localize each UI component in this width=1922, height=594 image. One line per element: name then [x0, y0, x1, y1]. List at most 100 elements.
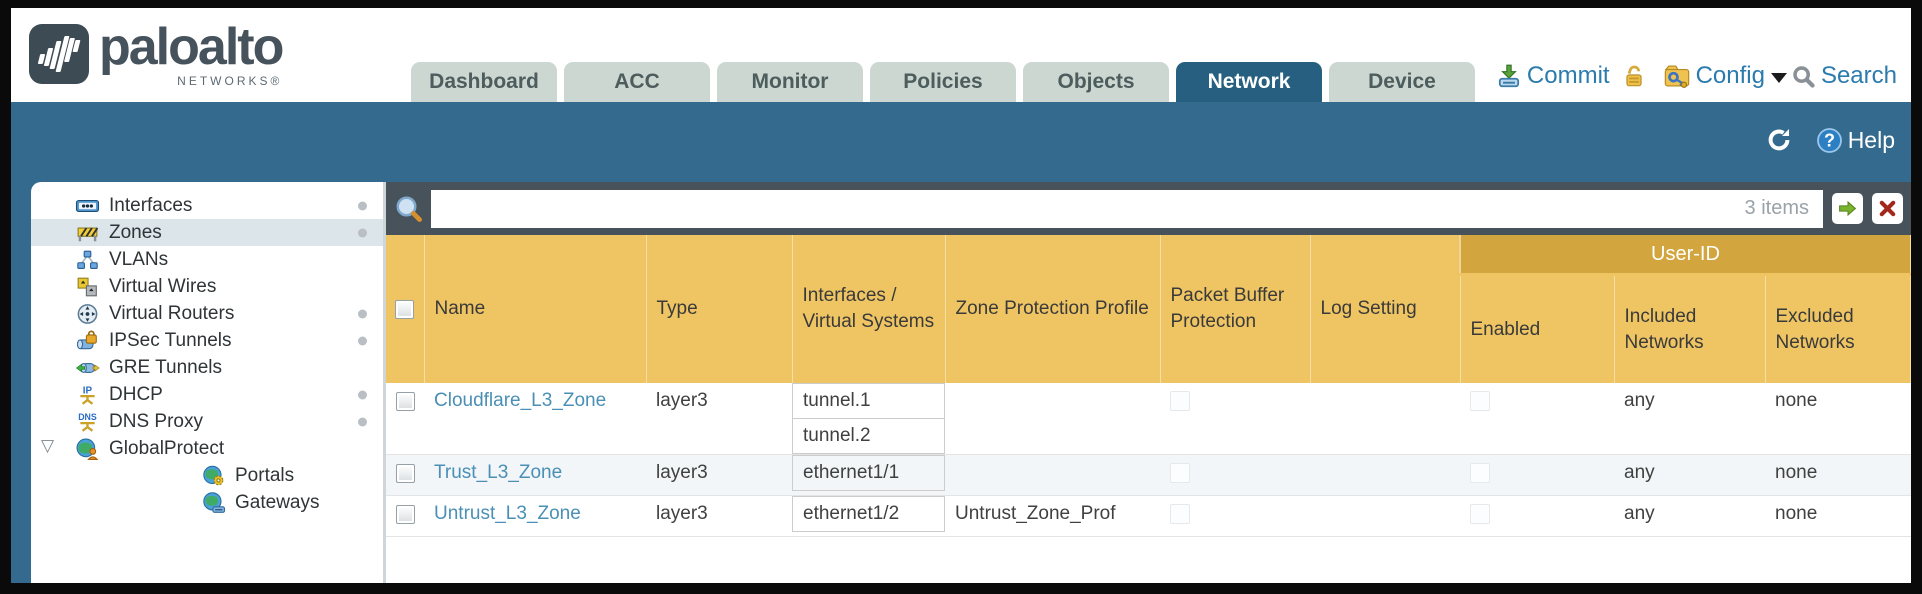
tab-policies[interactable]: Policies — [870, 62, 1016, 102]
svg-text:?: ? — [1824, 130, 1835, 150]
column-header-name[interactable]: Name — [424, 235, 647, 383]
cell-included-networks: any — [1614, 383, 1765, 455]
filter-input[interactable]: 3 items — [431, 189, 1823, 228]
tab-dashboard[interactable]: Dashboard — [411, 62, 557, 102]
sidebar-item-zones[interactable]: Zones — [31, 219, 383, 246]
filter-bar: 3 items — [386, 182, 1911, 235]
select-all-checkbox[interactable] — [395, 300, 415, 319]
cell-user-id-enabled — [1460, 383, 1614, 455]
row-checkbox[interactable] — [395, 464, 415, 483]
tab-device[interactable]: Device — [1329, 62, 1475, 102]
brand-subtitle: NETWORKS® — [177, 74, 283, 88]
cell-name: Cloudflare_L3_Zone — [424, 383, 646, 455]
close-icon — [1879, 200, 1896, 217]
search-button[interactable]: Search — [1791, 62, 1897, 90]
column-header-type[interactable]: Type — [646, 235, 793, 383]
expander-triangle-icon[interactable]: ▽ — [41, 436, 55, 455]
commit-button[interactable]: Commit — [1496, 62, 1610, 90]
interface-box: tunnel.2 — [792, 418, 945, 454]
cell-log-setting — [1310, 495, 1460, 537]
commit-label: Commit — [1526, 62, 1610, 89]
apply-filter-button[interactable] — [1832, 193, 1863, 224]
tab-monitor[interactable]: Monitor — [717, 62, 863, 102]
sidebar-item-vlans[interactable]: VLANs — [31, 246, 383, 273]
sidebar-item-label: Gateways — [235, 491, 320, 513]
help-button[interactable]: ? Help — [1816, 127, 1895, 154]
column-header-enabled[interactable]: Enabled — [1460, 274, 1615, 383]
sidebar-item-label: DNS Proxy — [109, 410, 203, 432]
row-select-cell — [386, 495, 424, 537]
column-header-included-networks[interactable]: Included Networks — [1614, 274, 1766, 383]
column-header-excluded-networks[interactable]: Excluded Networks — [1765, 274, 1911, 383]
column-group-user-id: User-ID — [1459, 235, 1911, 276]
config-menu-button[interactable]: Config — [1663, 62, 1791, 90]
cell-type: layer3 — [646, 495, 792, 537]
cell-zone-protection-profile: Untrust_Zone_Prof — [945, 495, 1160, 537]
cell-zone-protection-profile — [945, 454, 1160, 496]
column-header-packet-buffer-protection[interactable]: Packet Buffer Protection — [1160, 235, 1311, 383]
sidebar-item-gre-tunnels[interactable]: GRE Tunnels — [31, 354, 383, 381]
sidebar-item-label: Interfaces — [109, 194, 193, 216]
vlans-icon — [75, 249, 100, 271]
items-count: 3 items — [1744, 197, 1809, 219]
svg-text:IP: IP — [83, 385, 93, 396]
tab-network[interactable]: Network — [1176, 62, 1322, 102]
cell-type: layer3 — [646, 454, 792, 496]
refresh-button[interactable] — [1765, 126, 1798, 154]
green-arrow-icon — [1839, 200, 1857, 217]
chevron-down-icon — [1770, 73, 1787, 83]
cell-packet-buffer-protection — [1160, 495, 1310, 537]
zones-icon — [75, 222, 100, 244]
sidebar-item-virtual-wires[interactable]: Virtual Wires — [31, 273, 383, 300]
user-id-enabled-checkbox — [1470, 504, 1490, 524]
row-select-cell — [386, 454, 424, 496]
sidebar-item-gateways[interactable]: Gateways — [31, 489, 383, 516]
row-checkbox[interactable] — [395, 392, 415, 411]
status-dot — [358, 201, 367, 210]
zone-name-link[interactable]: Trust_L3_Zone — [434, 462, 563, 483]
sidebar-item-globalprotect[interactable]: ▽GlobalProtect — [31, 435, 383, 462]
globalprotect-icon — [75, 438, 100, 460]
interface-box: ethernet1/1 — [792, 455, 945, 491]
commit-icon — [1498, 64, 1519, 88]
top-actions: Commit — [1496, 62, 1897, 90]
teal-band: ? Help — [11, 102, 1911, 182]
clear-filter-button[interactable] — [1872, 193, 1903, 224]
zone-name-link[interactable]: Cloudflare_L3_Zone — [434, 390, 607, 411]
brand-name: paloalto — [99, 18, 284, 76]
cell-user-id-enabled — [1460, 454, 1614, 496]
cell-packet-buffer-protection — [1160, 454, 1310, 496]
sidebar-item-ipsec-tunnels[interactable]: IPSec Tunnels — [31, 327, 383, 354]
refresh-icon — [1768, 129, 1790, 151]
help-icon: ? — [1816, 127, 1842, 153]
sidebar-item-virtual-routers[interactable]: Virtual Routers — [31, 300, 383, 327]
lock-icon — [1625, 65, 1642, 87]
tab-objects[interactable]: Objects — [1023, 62, 1169, 102]
column-header-zone-protection-profile[interactable]: Zone Protection Profile — [945, 235, 1161, 383]
sidebar-item-label: GRE Tunnels — [109, 356, 222, 378]
zone-name-link[interactable]: Untrust_L3_Zone — [434, 503, 581, 524]
column-header-interfaces[interactable]: Interfaces / Virtual Systems — [792, 235, 946, 383]
lock-button[interactable] — [1622, 63, 1651, 89]
row-checkbox[interactable] — [395, 505, 415, 524]
config-icon — [1664, 65, 1689, 88]
column-header-log-setting[interactable]: Log Setting — [1310, 235, 1461, 383]
cell-name: Trust_L3_Zone — [424, 454, 646, 496]
sidebar-item-interfaces[interactable]: Interfaces — [31, 192, 383, 219]
paloalto-logo: paloalto NETWORKS® — [29, 18, 284, 88]
cell-included-networks: any — [1614, 495, 1765, 537]
interface-box: ethernet1/2 — [792, 496, 945, 532]
sidebar-item-portals[interactable]: Portals — [31, 462, 383, 489]
sidebar-item-label: IPSec Tunnels — [109, 329, 232, 351]
tab-acc[interactable]: ACC — [564, 62, 710, 102]
cell-excluded-networks: none — [1765, 495, 1911, 537]
cell-log-setting — [1310, 383, 1460, 455]
main-panel: 3 items — [386, 182, 1911, 583]
